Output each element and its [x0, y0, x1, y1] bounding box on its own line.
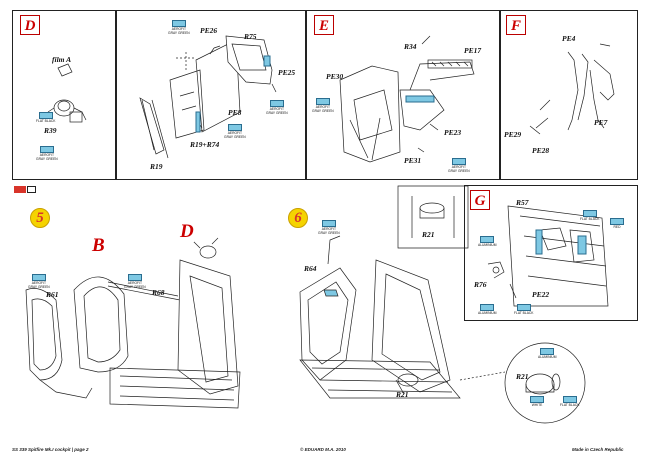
footer-left: SS 339 Spitfire Mk.I cockpit | page 2: [12, 447, 89, 452]
part-pe8: PE8: [228, 108, 242, 117]
part-pe23: PE23: [444, 128, 462, 137]
paint-callout: AEROFIT GRAY GREEN: [312, 98, 334, 113]
part-pe28: PE28: [532, 146, 550, 155]
part-r19-r74: R19+R74: [190, 140, 220, 149]
paint-callout: FLAT BLACK: [560, 396, 579, 408]
part-r21-detail: R21: [422, 230, 435, 239]
section-g-label: G: [470, 190, 490, 210]
part-r76: R76: [474, 280, 487, 289]
part-r68: R68: [152, 288, 165, 297]
paint-callout: FLAT BLACK: [580, 210, 599, 222]
part-pe30: PE30: [326, 72, 344, 81]
paint-callout: AEROFIT GRAY GREEN: [266, 100, 288, 115]
part-pe25: PE25: [278, 68, 296, 77]
panel-e: [306, 10, 500, 180]
panel-d: [12, 10, 116, 180]
paint-callout: AEROFIT GRAY GREEN: [224, 124, 246, 139]
step-5-badge: 5: [30, 208, 50, 228]
part-pe7: PE7: [594, 118, 608, 127]
paint-callout: AEROFIT GRAY GREEN: [448, 158, 470, 173]
part-r39: R39: [44, 126, 57, 135]
footer-center: © EDUARD M.A. 2010: [300, 447, 346, 452]
part-r19: R19: [150, 162, 163, 171]
part-pe29: PE29: [504, 130, 522, 139]
photo-etch-symbol: [27, 186, 36, 193]
paint-callout: ALUMINIUM: [478, 304, 497, 316]
part-r57: R57: [516, 198, 529, 207]
paint-callout: AEROFIT GRAY GREEN: [318, 220, 340, 235]
film-label: film A: [52, 55, 72, 64]
part-r64: R64: [304, 264, 317, 273]
panel-main-assembly: [116, 10, 306, 180]
section-d-label: D: [20, 15, 40, 35]
paint-callout: FLAT BLACK: [514, 304, 533, 316]
section-e-label: E: [314, 15, 334, 35]
part-r61: R61: [46, 290, 59, 299]
remove-part-symbol: [14, 186, 26, 193]
part-pe22: PE22: [532, 290, 550, 299]
paint-callout: AEROFIT GRAY GREEN: [168, 20, 190, 35]
section-f-label: F: [506, 15, 526, 35]
paint-callout: ALUMINIUM: [538, 348, 557, 360]
section-b-callout: B: [92, 235, 105, 256]
part-r34: R34: [404, 42, 417, 51]
part-pe26: PE26: [200, 26, 218, 35]
paint-callout: FLAT BLACK: [36, 112, 55, 124]
paint-callout: AEROFIT GRAY GREEN: [124, 274, 146, 289]
paint-callout: WHITE: [530, 396, 544, 408]
part-r21-step6: R21: [396, 390, 409, 399]
section-d-callout: D: [180, 221, 194, 242]
footer-right: Made in Czech Republic: [572, 447, 624, 452]
paint-callout: RED: [610, 218, 624, 230]
paint-callout: AEROFIT GRAY GREEN: [36, 146, 58, 161]
part-pe17: PE17: [464, 46, 482, 55]
panel-f: [500, 10, 638, 180]
paint-callout: AEROFIT GRAY GREEN: [28, 274, 50, 289]
part-r75: R75: [244, 32, 257, 41]
panel-g: [464, 185, 638, 321]
part-pe31: PE31: [404, 156, 422, 165]
part-r21-zoom: R21: [516, 372, 529, 381]
step-6-badge: 6: [288, 208, 308, 228]
paint-callout: ALUMINIUM: [478, 236, 497, 248]
part-pe4: PE4: [562, 34, 576, 43]
